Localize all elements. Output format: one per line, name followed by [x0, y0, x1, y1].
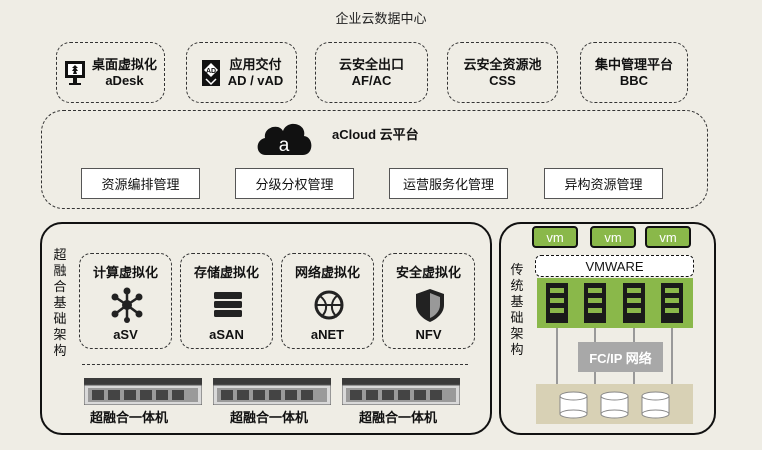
module-tiered-authorization: 分级分权管理 [235, 168, 354, 199]
monitor-icon [64, 60, 85, 85]
storage-disks [559, 391, 670, 419]
component-title: 安全虚拟化 [395, 265, 461, 280]
hci-appliance-image [213, 378, 331, 405]
component-anet: 网络虚拟化 aNET [281, 253, 374, 349]
product-code: CSS [489, 72, 516, 88]
component-name: aNET [310, 327, 345, 342]
vm-box: vm [590, 226, 636, 248]
database-icon [559, 391, 588, 419]
vm-box: vm [532, 226, 578, 248]
ad-badge-icon: AD [201, 59, 220, 86]
product-code: BBC [619, 72, 649, 88]
module-heterogeneous-resource: 异构资源管理 [544, 168, 663, 199]
svg-text:AD: AD [206, 68, 216, 75]
cloud-platform-title: aCloud 云平台 [332, 127, 419, 142]
database-icon [641, 391, 670, 419]
product-name: 桌面虚拟化 [91, 56, 157, 72]
product-code: aDesk [105, 72, 144, 88]
component-title: 网络虚拟化 [294, 265, 360, 280]
hci-vertical-label: 超融合基础架构 [53, 247, 67, 358]
vm-box: vm [645, 226, 691, 248]
hci-appliance-label: 超融合一体机 [90, 410, 169, 425]
component-title: 计算虚拟化 [92, 265, 158, 280]
product-name: 集中管理平台 [594, 56, 673, 72]
product-name: 云安全出口 [338, 56, 404, 72]
cloud-platform-box: a aCloud 云平台 [41, 110, 708, 209]
module-operation-service: 运营服务化管理 [389, 168, 508, 199]
hci-appliance-label: 超融合一体机 [359, 410, 438, 425]
hci-appliance-label: 超融合一体机 [230, 410, 309, 425]
fc-ip-network-box: FC/IP 网络 [578, 342, 663, 372]
component-title: 存储虚拟化 [193, 265, 259, 280]
cloud-logo-letter: a [279, 135, 290, 156]
product-code: AF/AC [351, 72, 392, 88]
component-nfv: 安全虚拟化 NFV [382, 253, 475, 349]
globe-icon [314, 290, 344, 320]
component-asan: 存储虚拟化 aSAN [180, 253, 273, 349]
hci-appliance-image [84, 378, 202, 405]
product-code: AD / vAD [227, 72, 284, 88]
database-icon [600, 391, 629, 419]
hci-appliance-image [342, 378, 460, 405]
hypervisor-bar: VMWARE [535, 255, 694, 277]
page-title: 企业云数据中心 [335, 11, 427, 26]
shield-icon [416, 289, 444, 322]
module-resource-orchestration: 资源编排管理 [81, 168, 200, 199]
component-name: aSV [113, 327, 138, 342]
traditional-vertical-label: 传统基础架构 [510, 262, 524, 357]
component-name: NFV [415, 327, 442, 342]
cloud-icon: a [257, 123, 312, 156]
storage-stack-icon [214, 292, 242, 317]
component-name: aSAN [209, 327, 244, 342]
network-nodes-icon [111, 287, 143, 323]
hci-divider [82, 364, 468, 365]
product-name: 应用交付 [229, 56, 282, 72]
hypervisor-label: VMWARE [585, 258, 644, 274]
hci-box [40, 222, 492, 435]
product-name: 云安全资源池 [463, 56, 542, 72]
component-asv: 计算虚拟化 aSV [79, 253, 172, 349]
traditional-box [499, 222, 716, 435]
server-rack-icons [546, 283, 683, 323]
fc-ip-network-label: FC/IP 网络 [589, 350, 652, 366]
